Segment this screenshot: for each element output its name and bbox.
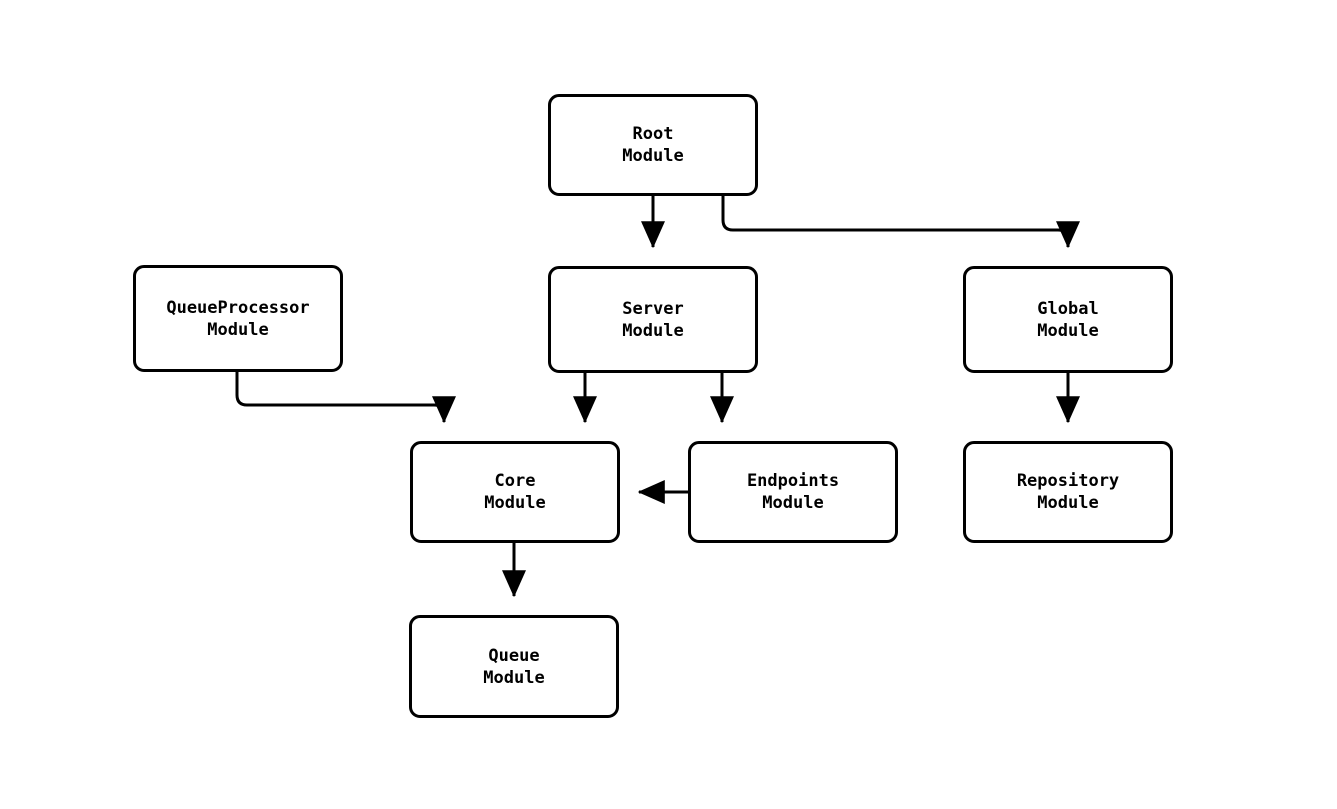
edge-root-global (721, 196, 1080, 249)
edge-paths (235, 196, 1080, 598)
node-label-primary: Global (1037, 298, 1099, 319)
edge-queueprocessor-core (235, 372, 456, 424)
node-label-primary: Server (622, 298, 684, 319)
node-label-secondary: Module (1037, 320, 1099, 341)
node-label-primary: Root (632, 124, 674, 144)
node-label-secondary: Module (483, 667, 545, 688)
node-label-secondary: Module (762, 493, 824, 513)
node-label-primary: QueueProcessor (166, 297, 310, 318)
node-label-primary: Core (494, 471, 536, 491)
node-label-secondary: Module (207, 319, 269, 340)
node-label-primary: Endpoints (746, 471, 840, 491)
node-label-secondary: Module (622, 146, 684, 166)
node-label-primary: Queue (488, 645, 540, 666)
node-label-secondary: Module (484, 493, 546, 513)
node-label-secondary: Module (622, 320, 684, 341)
node-label-primary: Repository (1016, 471, 1120, 491)
node-label-secondary: Module (1037, 493, 1099, 513)
